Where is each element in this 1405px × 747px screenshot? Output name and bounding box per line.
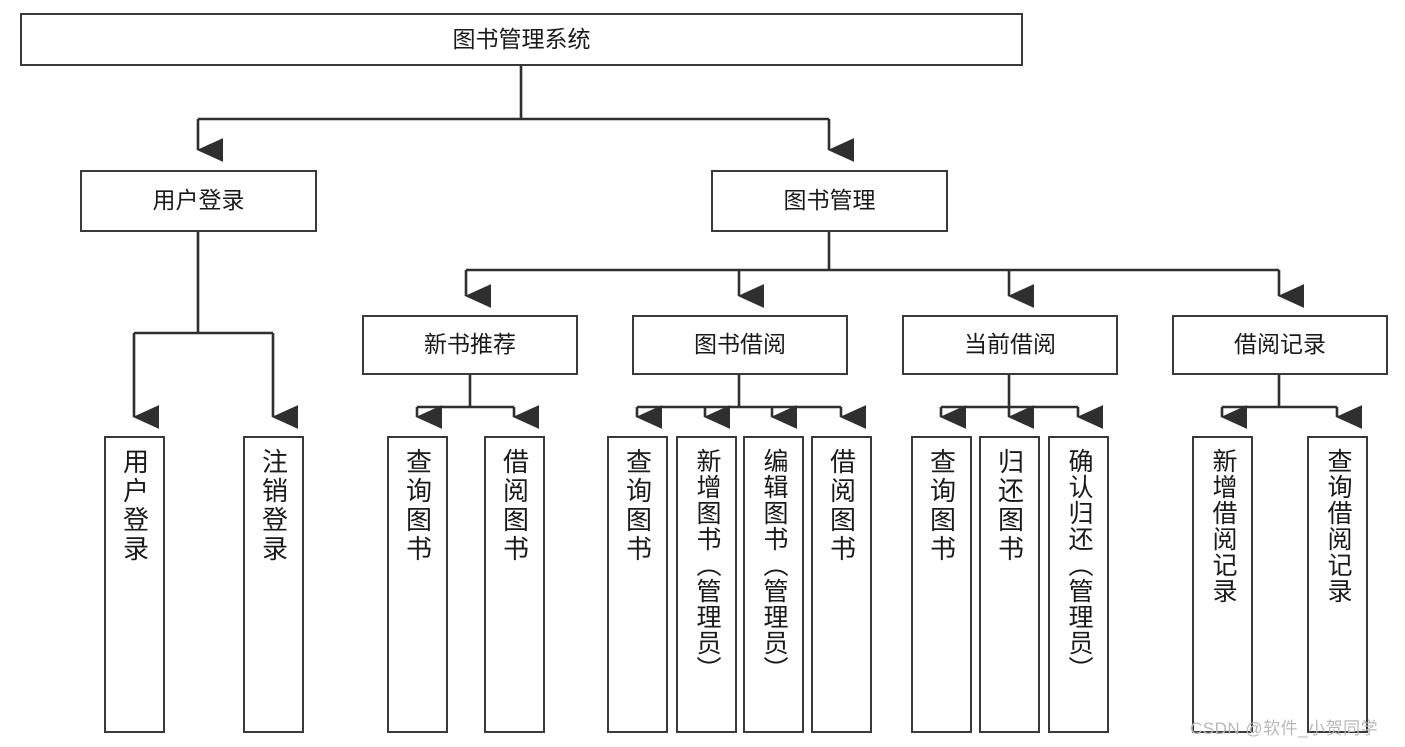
leaf-new-book-borrow-book[interactable]: 借阅图书 [484, 436, 545, 733]
node-book-management[interactable]: 图书管理 [711, 170, 948, 232]
leaf-book-borrow-query-book[interactable]: 查询图书 [607, 436, 668, 733]
node-book-borrow[interactable]: 图书借阅 [632, 315, 848, 375]
node-borrow-record[interactable]: 借阅记录 [1172, 315, 1388, 375]
node-label: 用户登录 [152, 187, 245, 214]
node-label: 新书推荐 [424, 331, 516, 358]
node-root-book-management-system[interactable]: 图书管理系统 [20, 13, 1023, 66]
node-label: 新增借阅记录 [1209, 448, 1237, 604]
leaf-book-borrow-edit-book-admin[interactable]: 编辑图书（管理员） [743, 436, 804, 733]
node-label: 图书管理 [783, 187, 876, 214]
node-label: 借阅图书 [499, 448, 530, 564]
leaf-current-borrow-query-book[interactable]: 查询图书 [911, 436, 972, 733]
node-label: 查询图书 [926, 448, 957, 564]
node-label: 当前借阅 [964, 331, 1056, 358]
leaf-user-login-login[interactable]: 用户登录 [104, 436, 165, 733]
node-label: 编辑图书（管理员） [760, 448, 788, 682]
node-current-borrow[interactable]: 当前借阅 [902, 315, 1118, 375]
leaf-current-borrow-confirm-return-admin[interactable]: 确认归还（管理员） [1048, 436, 1109, 733]
leaf-book-borrow-borrow-book[interactable]: 借阅图书 [811, 436, 872, 733]
node-label: 用户登录 [119, 448, 150, 564]
leaf-new-book-query-book[interactable]: 查询图书 [387, 436, 448, 733]
node-new-book-recommend[interactable]: 新书推荐 [362, 315, 578, 375]
node-label: 借阅记录 [1234, 331, 1326, 358]
node-label: 查询借阅记录 [1324, 448, 1352, 604]
leaf-borrow-record-add-record[interactable]: 新增借阅记录 [1192, 436, 1253, 733]
node-label: 图书管理系统 [452, 25, 591, 52]
node-user-login[interactable]: 用户登录 [80, 170, 317, 232]
node-label: 注销登录 [258, 448, 289, 564]
leaf-current-borrow-return-book[interactable]: 归还图书 [979, 436, 1040, 733]
node-label: 图书借阅 [694, 331, 786, 358]
leaf-borrow-record-query-record[interactable]: 查询借阅记录 [1307, 436, 1368, 733]
leaf-book-borrow-add-book-admin[interactable]: 新增图书（管理员） [676, 436, 737, 733]
node-label: 归还图书 [994, 448, 1025, 564]
node-label: 确认归还（管理员） [1065, 448, 1093, 682]
leaf-user-login-logout[interactable]: 注销登录 [243, 436, 304, 733]
node-label: 借阅图书 [826, 448, 857, 564]
node-label: 新增图书（管理员） [693, 448, 721, 682]
node-label: 查询图书 [622, 448, 653, 564]
node-label: 查询图书 [402, 448, 433, 564]
csdn-watermark: CSDN @软件_小贺同学 [1190, 719, 1379, 738]
